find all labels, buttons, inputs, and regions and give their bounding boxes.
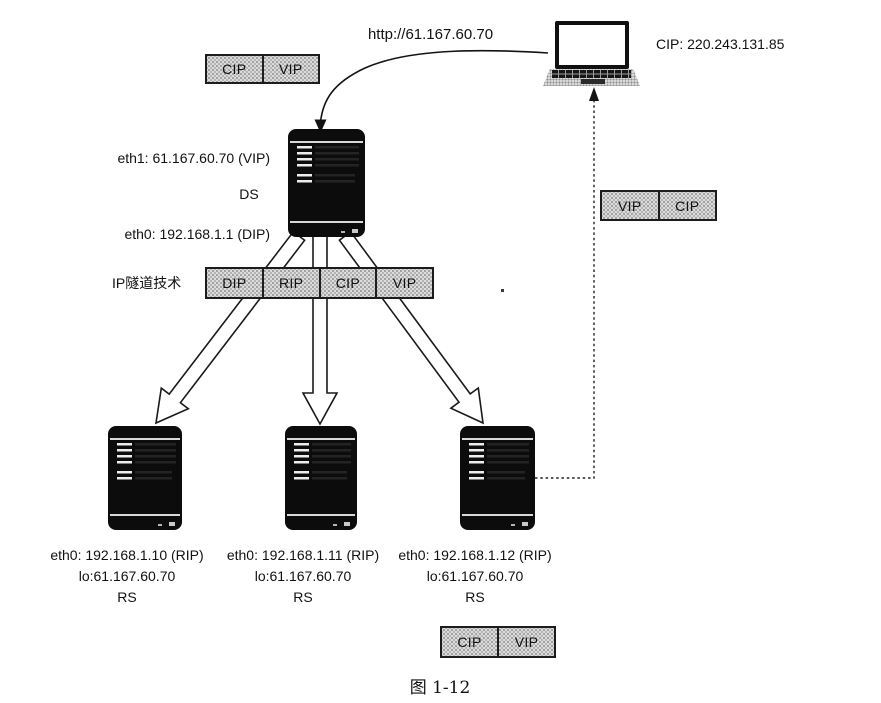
ds-eth0-label: eth0: 192.168.1.1 (DIP) <box>124 226 270 242</box>
rs1-name-label: RS <box>117 589 137 605</box>
rs2-name-label: RS <box>293 589 313 605</box>
server-rs2-icon <box>285 426 357 530</box>
server-logo-icon <box>169 522 175 526</box>
drive-bays-icon <box>297 174 312 184</box>
tunnel-arrow-to-rs1 <box>154 230 306 425</box>
rs3-eth0-label: eth0: 192.168.1.12 (RIP) <box>398 547 552 563</box>
packet-cell: CIP <box>657 192 716 219</box>
laptop-keyboard <box>552 70 631 78</box>
rs1-lo-label: lo:61.167.60.70 <box>78 568 176 584</box>
packet-cell: VIP <box>618 197 642 214</box>
server-rs3-icon <box>460 426 535 530</box>
laptop-screen <box>555 21 629 69</box>
laptop-touchpad <box>581 79 605 84</box>
tunnel-arrow-to-rs3 <box>338 230 484 425</box>
tunnel-technique-label: IP隧道技术 <box>112 275 182 291</box>
packet-tunnel: DIP RIP CIP VIP <box>205 267 434 299</box>
client-laptop-icon <box>543 19 640 86</box>
laptop-base <box>543 69 640 86</box>
packet-server-response: VIP CIP <box>600 190 717 221</box>
ds-name-label: DS <box>239 186 259 202</box>
packet-cell: VIP <box>261 56 319 82</box>
server-logo-icon <box>352 229 358 233</box>
rs3-labels: eth0: 192.168.1.12 (RIP) lo:61.167.60.70… <box>385 545 565 608</box>
rs2-labels: eth0: 192.168.1.11 (RIP) lo:61.167.60.70… <box>213 545 393 608</box>
packet-client-request: CIP VIP <box>205 54 320 84</box>
packet-cell: CIP <box>457 634 482 650</box>
ds-eth1-label: eth1: 61.167.60.70 (VIP) <box>117 150 270 166</box>
response-dashed-line <box>535 101 595 479</box>
server-logo-icon <box>344 522 350 526</box>
server-logo-icon <box>522 522 528 526</box>
server-rs1-icon <box>108 426 182 530</box>
packet-response-to-client: CIP VIP <box>440 626 556 658</box>
rs1-eth0-label: eth0: 192.168.1.10 (RIP) <box>50 547 204 563</box>
figure-caption: 图 1-12 <box>409 678 471 698</box>
scan-speck <box>501 289 504 292</box>
packet-cell: VIP <box>497 628 554 656</box>
packet-cell: DIP <box>222 275 247 291</box>
request-url-label: http://61.167.60.70 <box>367 26 494 43</box>
server-ds-icon <box>288 129 365 237</box>
rs1-labels: eth0: 192.168.1.10 (RIP) lo:61.167.60.70… <box>37 545 217 608</box>
packet-cell: CIP <box>318 269 376 297</box>
client-ip-label: CIP: 220.243.131.85 <box>656 36 785 52</box>
request-arrowhead-icon <box>314 119 327 133</box>
tunnel-arrow-to-rs2 <box>301 235 339 426</box>
rs3-name-label: RS <box>465 589 485 605</box>
packet-cell: RIP <box>261 269 319 297</box>
packet-cell: VIP <box>375 269 432 297</box>
drive-bays-icon <box>297 146 312 168</box>
packet-cell: CIP <box>222 61 247 77</box>
rs2-lo-label: lo:61.167.60.70 <box>254 568 352 584</box>
rs3-lo-label: lo:61.167.60.70 <box>426 568 524 584</box>
rs2-eth0-label: eth0: 192.168.1.11 (RIP) <box>226 547 380 563</box>
response-arrowhead-icon <box>589 87 599 101</box>
request-curve-arrow <box>319 49 549 123</box>
